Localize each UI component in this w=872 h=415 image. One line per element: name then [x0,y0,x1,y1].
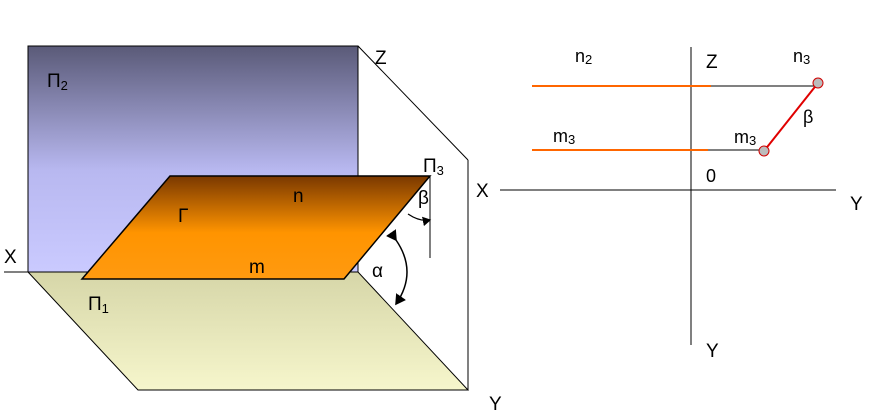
label-axis-y-right: Y [850,194,863,215]
label-n2: n2 [575,46,592,67]
label-axis-x-left: X [4,247,17,268]
label-gamma: Г [178,206,188,227]
label-axis-x-right: X [476,181,489,202]
label-p2: П2 [47,71,68,93]
plane-gamma [80,175,432,280]
point-n3 [812,77,824,89]
angle-beta-arc [407,213,432,227]
label-n3: n3 [793,46,810,67]
label-beta-right: β [803,107,813,127]
label-alpha: α [372,261,383,282]
label-origin: 0 [706,166,716,186]
label-p3: П3 [423,156,444,178]
plane-p1 [26,271,470,391]
label-m3-right: m3 [734,127,756,148]
label-axis-z-right: Z [706,52,718,73]
angle-alpha-arc [385,229,408,306]
label-axis-y-down: Y [706,341,719,362]
label-axis-y-left: Y [489,394,502,415]
gamma-profile-trace [763,82,819,152]
point-m3 [758,145,770,157]
label-line-n: n [293,186,304,207]
label-axis-z-left: Z [375,48,387,69]
label-beta-left: β [418,188,429,209]
axis-z-edge [357,45,469,161]
label-m3-left: m3 [553,126,575,147]
label-line-m: m [249,257,265,278]
label-p1: П1 [88,294,109,316]
